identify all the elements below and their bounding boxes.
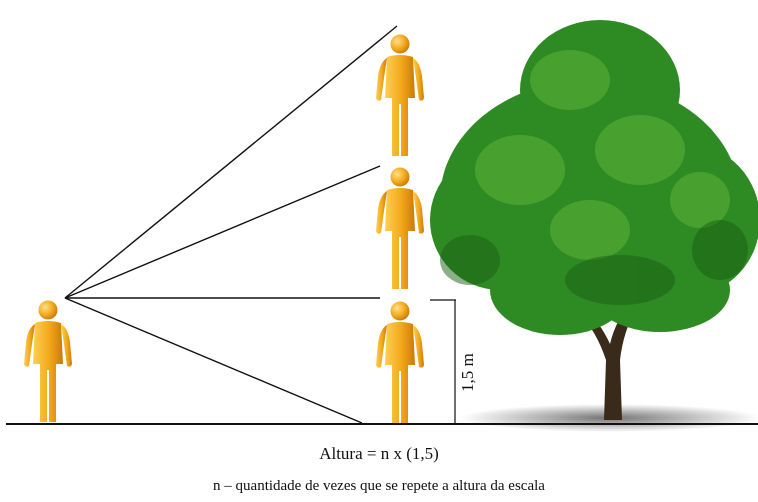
sight-line-middle (64, 165, 381, 299)
height-formula: Altura = n x (1,5) (319, 444, 439, 463)
observer-person-icon (24, 300, 72, 422)
formula-note: n – quantidade de vezes que se repete a … (213, 478, 545, 494)
scale-person-icon-middle (376, 167, 424, 289)
sight-line-ground (64, 297, 363, 424)
sight-line-top (64, 25, 398, 299)
sight-lines (64, 25, 398, 424)
scale-person-icon-top (376, 34, 424, 156)
scale-person-icon-bottom (376, 301, 424, 423)
height-dimension (430, 299, 456, 423)
height-dimension-label: 1,5 m (458, 353, 477, 392)
tree-icon (430, 20, 758, 432)
